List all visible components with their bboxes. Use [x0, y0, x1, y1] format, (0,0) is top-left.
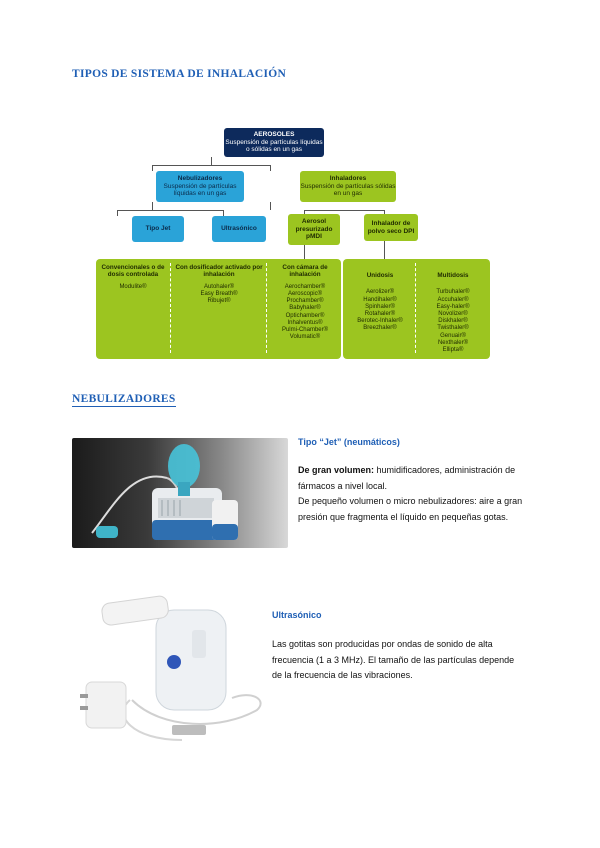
column-item: Ribujet®: [207, 298, 231, 305]
column-item: Breezhaler®: [363, 325, 397, 332]
column-item: Inhalventus®: [287, 319, 323, 326]
connector: [117, 210, 118, 216]
connector: [223, 210, 224, 216]
jet-nebulizer-photo: [72, 438, 288, 548]
dpi-panel: [343, 259, 490, 359]
column-camara: Con cámara de inhalación Aerochamber® Ae…: [270, 264, 340, 341]
jet-p1-text: humidificadores, administración de fárma…: [298, 465, 516, 491]
column-item: Autohaler®: [203, 283, 235, 290]
pmdi-box: Aerosol presurizado pMDI: [288, 214, 340, 245]
connector: [117, 210, 223, 211]
column-title: Con dosificador activado por inhalación: [175, 264, 263, 279]
column-item: Rotahaler®: [364, 311, 396, 318]
jet-p1-bold: De gran volumen:: [298, 465, 375, 475]
column-dosificador: Con dosificador activado por inhalación …: [174, 264, 264, 305]
pmdi-title: Aerosol presurizado pMDI: [295, 218, 333, 241]
section-heading-tipos: TIPOS DE SISTEMA DE INHALACIÓN: [72, 68, 287, 80]
column-title: Con cámara de inhalación: [282, 264, 328, 279]
connector: [270, 165, 271, 171]
column-item: Genuair®: [440, 332, 466, 339]
root-title: AEROSOLES: [253, 131, 295, 139]
column-item: Turbuhaler®: [436, 289, 470, 296]
jet-paragraph-1: De gran volumen: humidificadores, admini…: [298, 463, 530, 494]
inhaladores-title: Inhaladores: [329, 175, 367, 183]
column-convencionales: Convencionales o de dosis controlada Mod…: [98, 264, 168, 291]
inhaladores-sub: Suspensión de partículas sólidas en un g…: [300, 182, 396, 198]
column-title: Unidosis: [366, 272, 394, 279]
column-item: Aerolizer®: [365, 289, 395, 296]
inhalation-systems-diagram: AEROSOLES Suspensión de partículas líqui…: [92, 126, 496, 362]
panel-divider: [266, 263, 267, 353]
nebulizadores-sub: Suspensión de partículas líquidas en un …: [163, 182, 237, 198]
ultrasonic-paragraph: Las gotitas son producidas por ondas de …: [272, 639, 515, 680]
column-item: Easy Breath®: [200, 291, 238, 298]
column-item: Aerochamber®: [284, 283, 326, 290]
diagram-root-box: AEROSOLES Suspensión de partículas líqui…: [224, 128, 324, 157]
column-item: Nexthaler®: [437, 339, 469, 346]
connector: [152, 165, 270, 166]
column-item: Ellipta®: [442, 347, 464, 354]
column-item: Berotec-Inhaler®: [357, 318, 403, 325]
column-item: Volumatic®: [289, 334, 321, 341]
pmdi-panel: [96, 259, 341, 359]
connector: [304, 210, 384, 211]
dpi-title: Inhalador de polvo seco DPI: [367, 220, 415, 235]
column-title: Multidosis: [437, 272, 469, 279]
column-item: Optichamber®: [285, 312, 325, 319]
column-item: Aeroscopic®: [287, 291, 323, 298]
column-item: Pulmi-Chamber®: [281, 327, 329, 334]
jet-paragraph-2: De pequeño volumen o micro nebulizadores…: [298, 496, 523, 522]
column-unidosis: Unidosis Aerolizer® Handihaler® Spinhale…: [346, 272, 414, 333]
connector: [304, 245, 305, 259]
section-heading-nebulizadores: NEBULIZADORES: [72, 393, 176, 407]
column-item: Novolizer®: [438, 311, 468, 318]
tipo-jet-label: Tipo Jet: [145, 225, 171, 233]
nebulizadores-title: Nebulizadores: [177, 175, 223, 183]
column-item: Diskhaler®: [438, 318, 468, 325]
column-item: Prochamber®: [286, 298, 324, 305]
inhaladores-box: Inhaladores Suspensión de partículas sól…: [300, 171, 396, 202]
connector: [152, 202, 153, 210]
jet-nebulizer-illustration: [91, 444, 238, 540]
connector: [152, 165, 153, 171]
connector: [304, 210, 305, 216]
column-title: Convencionales o de dosis controlada: [101, 264, 165, 279]
ultrasonico-box: Ultrasónico: [212, 216, 266, 242]
dpi-box: Inhalador de polvo seco DPI: [364, 214, 418, 241]
column-item: Babyhaler®: [289, 305, 321, 312]
column-item: Spinhaler®: [365, 303, 395, 310]
panel-divider: [415, 263, 416, 353]
column-item: Twisthaler®: [437, 325, 469, 332]
column-item: Handihaler®: [363, 296, 397, 303]
column-item: Easy-haler®: [436, 303, 470, 310]
column-multidosis: Multidosis Turbuhaler® Accuhaler® Easy-h…: [418, 272, 488, 354]
connector: [384, 210, 385, 216]
ultrasonic-caption: Ultrasónico: [272, 610, 322, 620]
column-item: Accuhaler®: [437, 296, 469, 303]
panel-divider: [170, 263, 171, 353]
tipo-jet-box: Tipo Jet: [132, 216, 184, 242]
nebulizadores-box: Nebulizadores Suspensión de partículas l…: [156, 171, 244, 202]
ultrasonic-nebulizer-illustration: [80, 595, 262, 741]
connector: [211, 157, 212, 165]
connector: [270, 202, 271, 210]
connector: [384, 241, 385, 259]
ultrasonico-label: Ultrasónico: [221, 225, 257, 233]
root-sub: Suspensión de partículas líquidas o sóli…: [225, 138, 323, 154]
column-item: Modulite®: [119, 283, 147, 290]
jet-caption: Tipo “Jet” (neumáticos): [298, 437, 400, 447]
ultrasonic-nebulizer-photo: [72, 590, 268, 752]
